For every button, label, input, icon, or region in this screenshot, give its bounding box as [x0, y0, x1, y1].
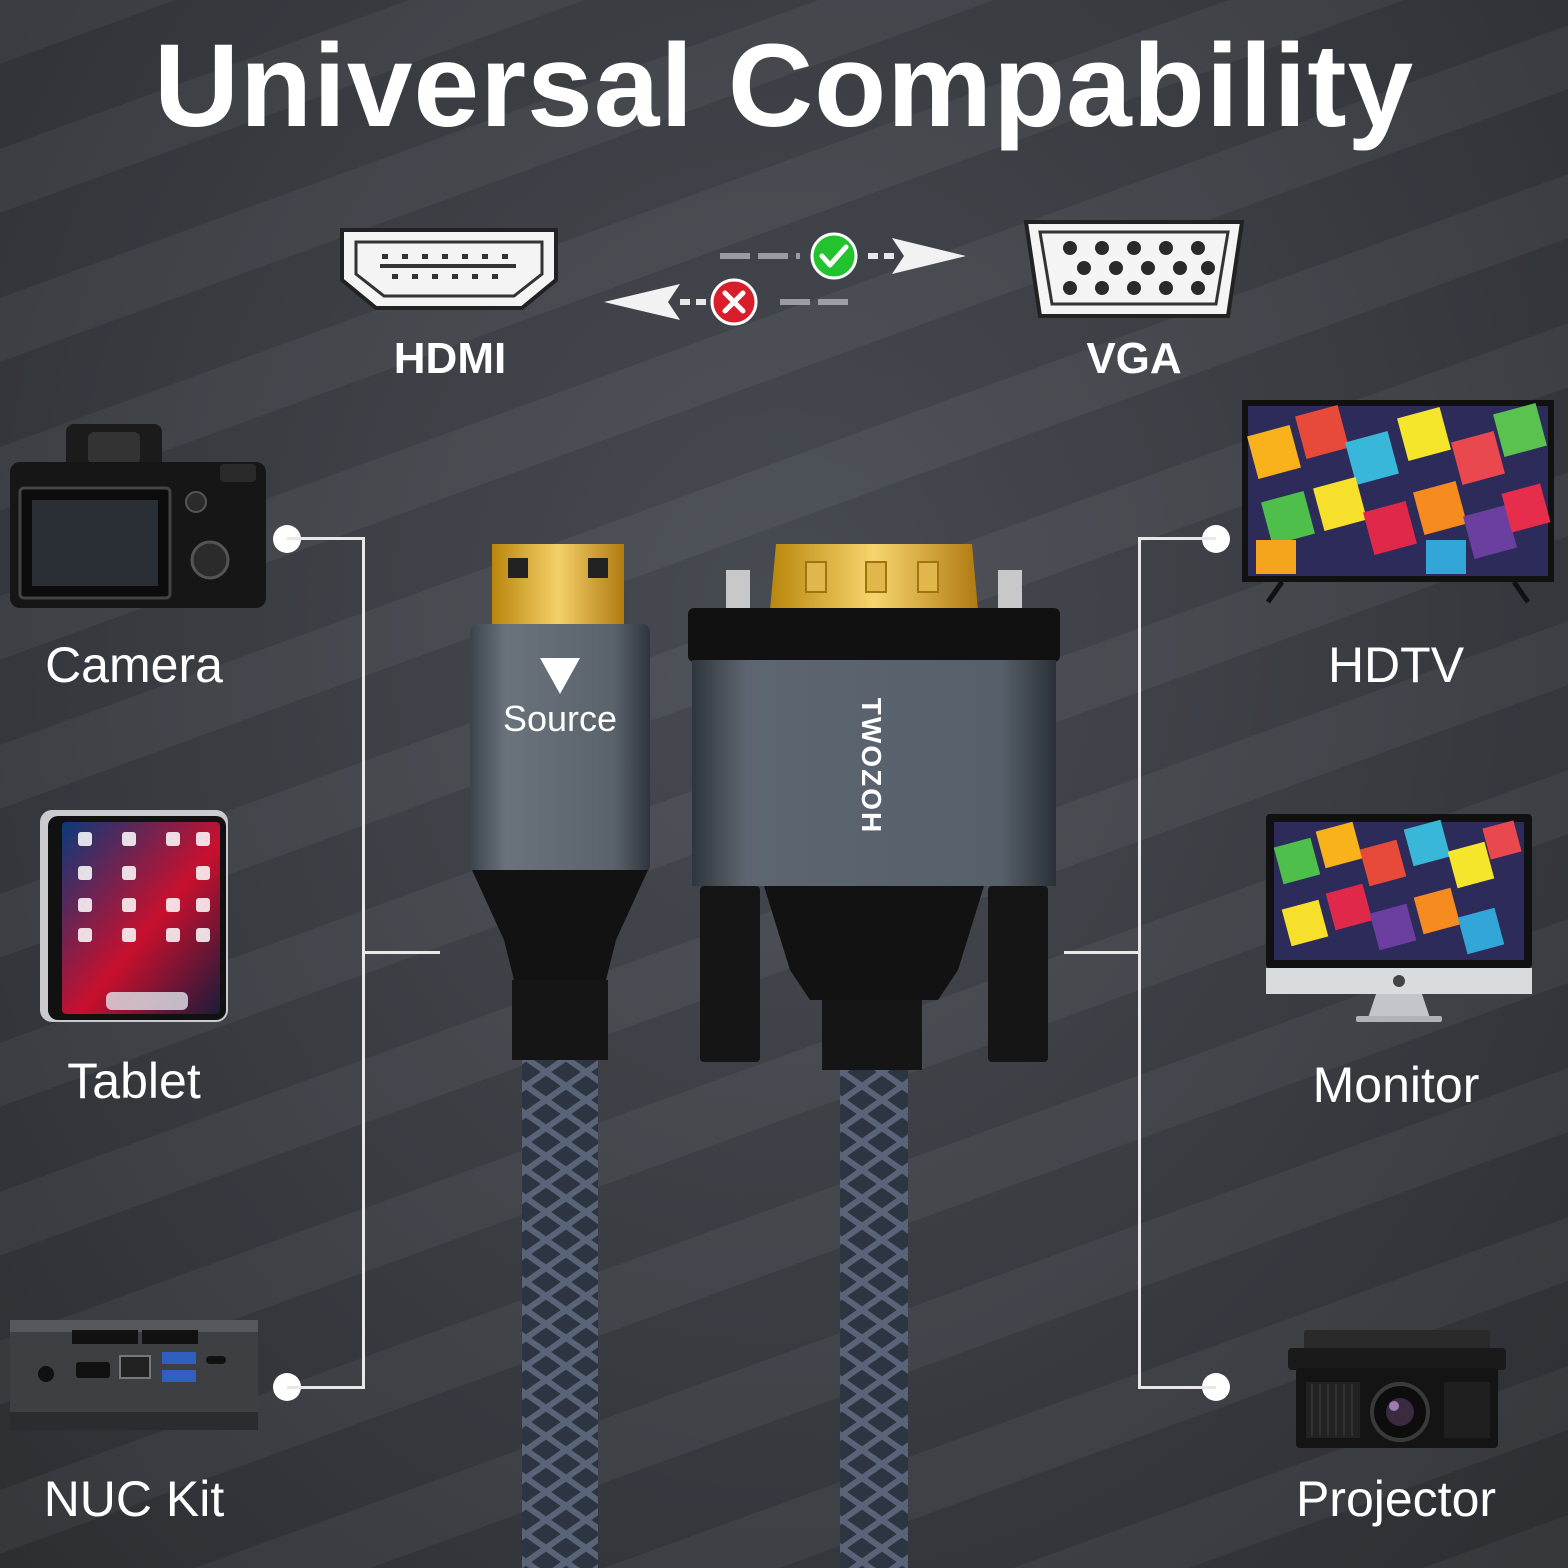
hdtv-connector-line — [1140, 537, 1216, 540]
camera-connector-line — [287, 537, 364, 540]
device-label-monitor: Monitor — [1312, 1057, 1480, 1113]
projector-icon — [1288, 1330, 1506, 1448]
hdmi-port-icon — [340, 228, 558, 310]
vga-port-icon — [1023, 220, 1245, 318]
device-label-camera: Camera — [45, 637, 223, 693]
mini-hdmi-connector — [470, 544, 650, 1568]
camera-icon — [10, 424, 266, 608]
right-center-line — [1064, 951, 1140, 954]
forward-arrow — [720, 238, 966, 274]
vga-label: VGA — [1086, 334, 1182, 383]
left-center-line — [364, 951, 440, 954]
device-label-hdtv: HDTV — [1327, 637, 1465, 693]
left-bracket-line — [362, 537, 365, 1389]
projector-connector-line — [1140, 1386, 1216, 1389]
nuc-kit-icon — [10, 1320, 258, 1430]
monitor-icon — [1266, 814, 1532, 1022]
device-label-projector: Projector — [1295, 1471, 1497, 1527]
cross-icon — [710, 278, 758, 326]
reverse-arrow — [604, 284, 850, 320]
page-title: Universal Compability — [153, 20, 1415, 152]
check-icon — [810, 232, 858, 280]
vga-connector — [688, 544, 1060, 1568]
source-triangle-icon — [540, 658, 580, 694]
hdmi-label: HDMI — [393, 334, 507, 383]
nuc-connector-line — [287, 1386, 364, 1389]
direction-arrows — [604, 232, 966, 326]
device-label-tablet: Tablet — [67, 1053, 201, 1109]
tablet-icon — [40, 810, 228, 1022]
brand-logo: TWOZOH — [856, 697, 887, 835]
device-label-nuc-kit: NUC Kit — [43, 1471, 225, 1527]
source-label: Source — [502, 698, 618, 739]
right-bracket-line — [1138, 537, 1141, 1389]
hdtv-icon — [1242, 400, 1554, 604]
